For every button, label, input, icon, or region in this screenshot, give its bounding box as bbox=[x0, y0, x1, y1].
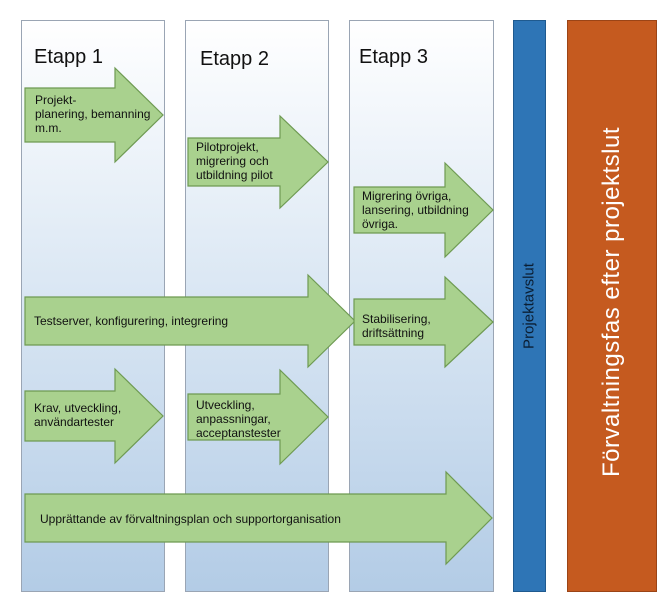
arrow-label-requirements: Krav, utveckling, användartester bbox=[34, 401, 122, 429]
arrow-label-development: Utveckling, anpassningar, acceptansteste… bbox=[196, 398, 281, 440]
arrow-label-stabilization: Stabilisering, driftsättning bbox=[362, 312, 431, 340]
arrow-label-pilot: Pilotprojekt, migrering och utbildning p… bbox=[196, 140, 273, 182]
stage-2-title: Etapp 2 bbox=[200, 48, 269, 70]
arrow-development bbox=[187, 368, 329, 466]
arrow-pilot bbox=[187, 114, 329, 210]
arrow-label-maintenance-plan: Upprättande av förvaltningsplan och supp… bbox=[40, 512, 341, 526]
arrow-test-server bbox=[24, 273, 356, 369]
arrow-project-planning bbox=[24, 66, 164, 164]
arrow-label-test-server: Testserver, konfigurering, integrering bbox=[34, 314, 229, 328]
arrow-label-migration-rest: Migrering övriga, lansering, utbildning … bbox=[362, 189, 469, 231]
stage-1-title: Etapp 1 bbox=[34, 46, 103, 68]
arrow-migration-rest bbox=[353, 161, 494, 259]
stage-3-title: Etapp 3 bbox=[359, 46, 428, 68]
maintenance-phase-bar bbox=[567, 20, 657, 592]
arrow-label-project-planning: Projekt- planering, bemanning m.m. bbox=[35, 93, 151, 135]
project-end-bar bbox=[513, 20, 546, 592]
arrow-requirements bbox=[24, 367, 164, 465]
arrow-stabilization bbox=[353, 275, 494, 369]
arrow-maintenance-plan bbox=[24, 470, 493, 566]
project-end-label: Projektavslut bbox=[520, 263, 538, 349]
maintenance-phase-label: Förvaltningsfas efter projektslut bbox=[598, 127, 625, 477]
